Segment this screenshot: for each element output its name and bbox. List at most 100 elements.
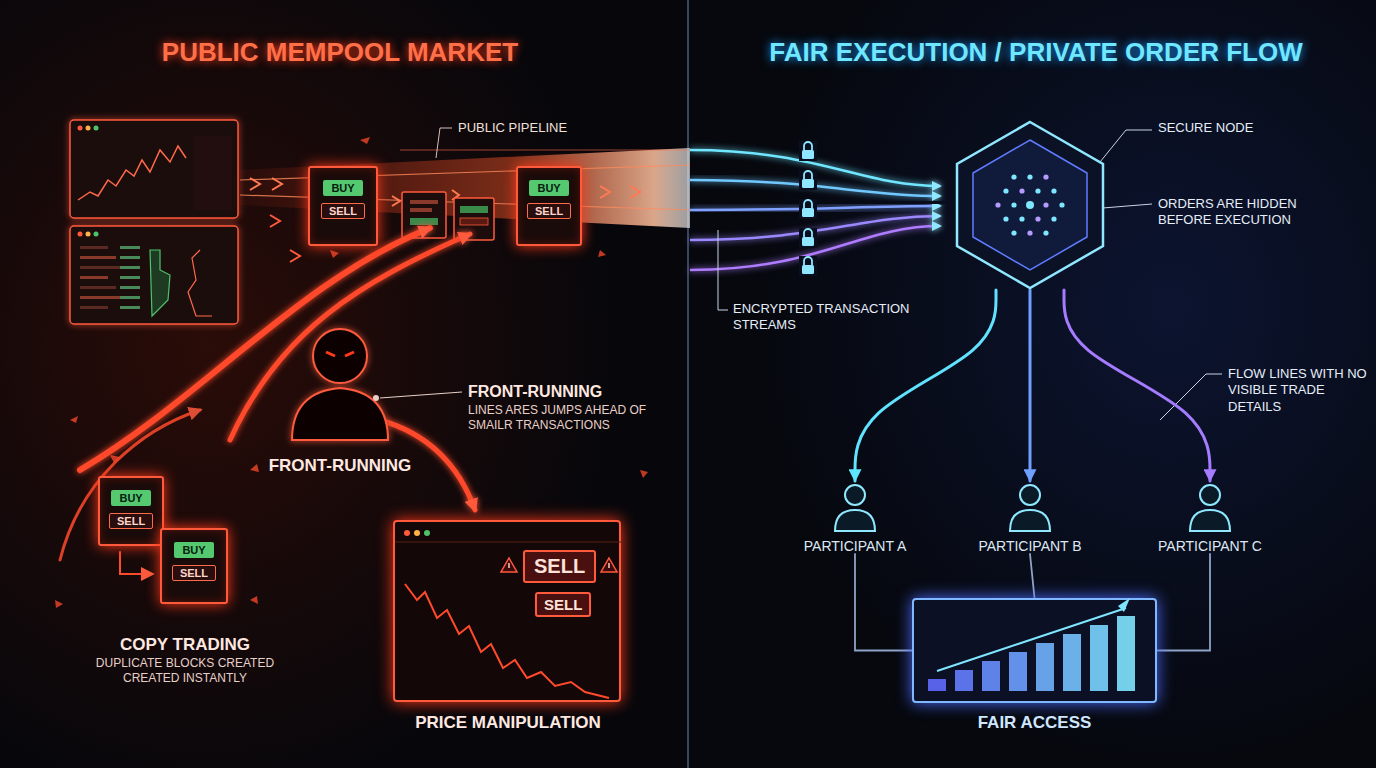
callout-heading: FRONT-RUNNING [468,382,668,402]
order-book-rows [80,246,140,309]
attack-arrows [230,234,470,440]
leader-line [1100,130,1152,162]
order-button: SELL [321,203,365,219]
flow-connector [1029,290,1032,481]
attack-arrows [120,552,152,574]
debris [55,600,63,608]
hexagon-outline [1027,230,1032,235]
order-button: SELL [523,550,596,583]
flow-connector [855,554,912,651]
bar-chart [928,679,946,691]
order-book-rows [120,266,140,269]
order-book-rows [80,266,124,269]
price-chart [608,563,610,568]
callout-label: PUBLIC PIPELINE [458,120,608,136]
background [687,0,689,768]
encrypted-streams [690,150,940,270]
node-label: SECURE NODE [1158,120,1253,135]
hexagon-outline [1035,216,1040,221]
hexagon-outline [1051,216,1056,221]
front-runner-figure [326,352,354,356]
lock-icon [804,171,812,179]
small-order-card [460,218,488,225]
order-button: BUY [529,180,568,196]
hexagon-outline [973,140,1087,270]
lock-icon [802,265,814,274]
attack-arrows [80,228,430,470]
order-button: SELL [172,565,216,581]
debris [250,596,258,604]
person-icon [1007,482,1053,532]
flow-connector [1064,290,1210,481]
trading-screen [78,146,186,200]
price-chart [395,542,623,543]
lock-icon [799,170,817,190]
lock-icon [799,141,817,161]
order-button: BUY [323,180,362,196]
copied-order-card: BUY SELL [160,528,228,604]
debris [110,455,120,463]
hexagon-outline [1003,216,1008,221]
bar-chart [1063,634,1081,691]
hexagon-outline [1059,202,1064,207]
trading-screen [78,232,83,237]
participant-icon: PARTICIPANT A [785,482,925,554]
lock-icon [804,229,812,237]
hexagon-outline [945,120,1115,290]
trading-screen [194,136,232,210]
order-book-rows [80,246,108,249]
lock-icon [804,257,812,265]
section-title: FAIR EXECUTION / PRIVATE ORDER FLOW [700,36,1372,69]
figure-note: DUPLICATE BLOCKS CREATED CREATED INSTANT… [85,656,285,686]
person-icon [835,510,875,531]
hexagon-outline [1051,188,1056,193]
order-button: SELL [109,513,153,529]
price-chart [404,530,410,536]
hexagon-outline [1035,188,1040,193]
person-icon [845,485,865,505]
callout-label: ORDERS ARE HIDDEN BEFORE EXECUTION [1158,196,1338,229]
small-order-card [410,200,438,204]
order-book-rows [120,276,140,279]
person-icon [832,482,878,532]
flow-connector [1030,554,1035,598]
front-runner-figure [313,329,367,383]
lock-icon [802,237,814,246]
trading-screen [70,226,238,324]
lock-icon [799,228,817,248]
front-runner-figure [373,395,379,401]
order-button: SELL [535,592,591,617]
lock-icon [799,170,817,190]
lock-icon [804,142,812,150]
lock-icon [799,199,817,219]
secure-node-hexagon: SECURE NODE [945,120,1115,290]
trading-screen [94,126,99,131]
front-runner-figure [292,388,388,440]
order-book-rows [80,276,108,279]
flow-connector [855,290,996,481]
front-runner-figure [380,392,462,398]
trading-screen [94,232,99,237]
bar-chart [982,661,1000,691]
lock-icon [802,150,814,159]
order-card: BUYSELL [516,166,582,246]
hexagon-outline [1043,202,1048,207]
hexagon-outline [1003,188,1008,193]
hexagon-outline [995,202,1000,207]
order-book-rows [80,306,108,309]
hexagon-outline [1019,216,1024,221]
order-book-rows [120,256,140,259]
order-book-rows [80,256,116,259]
section-title: PUBLIC MEMPOOL MARKET [90,36,590,69]
bar-chart [914,600,1155,701]
trading-screen [150,250,170,316]
debris [598,250,606,257]
order-book-rows [80,296,124,299]
hexagon-outline [1027,174,1032,179]
order-button: BUY [174,542,213,558]
fair-access-chart: FAIR ACCESS [912,598,1157,703]
price-chart [508,563,510,568]
lock-icon [799,256,817,276]
person-icon [1200,485,1220,505]
